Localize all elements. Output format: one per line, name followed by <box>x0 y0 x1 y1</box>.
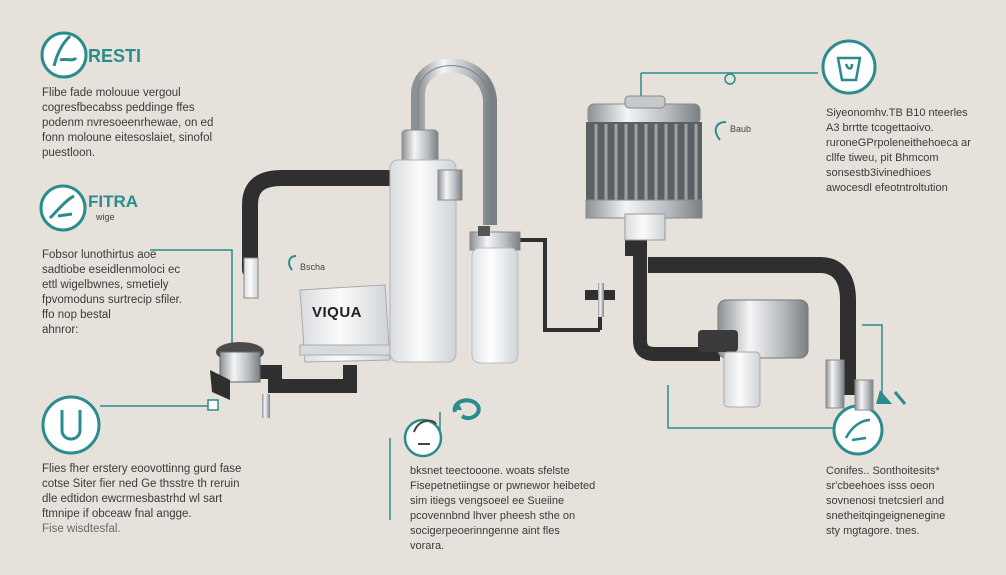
text-line: cllfe tiweu, pit Bhmcom <box>826 152 939 164</box>
u-pipe-icon <box>41 395 101 455</box>
text-line: cotse Siter fier ned Ge thsstre th rerui… <box>42 478 240 490</box>
connector-lines <box>100 72 883 520</box>
text-line: puestloon. <box>42 147 96 159</box>
heading-mid-left-sub: wige <box>96 212 115 222</box>
text-block-top-left: Flibe fade molouue vergoul cogresfbecabs… <box>42 86 213 161</box>
shutoff-valve <box>210 342 270 418</box>
canister-flow-tag: Baub <box>730 124 752 134</box>
text-block-bottom-center: bksnet teectooone. woats sfelste Fisepet… <box>410 464 595 554</box>
text-line: sovnenosi tnetcsierl and <box>826 495 945 507</box>
text-line: socigerpeoerinngenne aint fles <box>410 525 560 537</box>
large-canister <box>585 95 703 241</box>
text-line: pcovennbnd lhver pheesh sthe on <box>410 510 576 522</box>
pump-assembly <box>698 299 874 411</box>
text-line: ruroneGPrpoleneithehoeca ar <box>826 137 971 149</box>
text-line: ettl wigelbwnes, smetiely <box>42 279 169 291</box>
text-line: Fise wisdtesfal. <box>42 523 121 535</box>
text-line: Flibe fade molouue vergoul <box>42 87 181 99</box>
text-line: A3 brrtte tcogettaoivo. <box>826 122 934 134</box>
unit-flow-tag: Bscha <box>300 262 326 272</box>
text-line: snetheitqingeignenegine <box>826 510 946 522</box>
small-tap <box>585 283 615 317</box>
arrow-marker-icon <box>876 390 907 405</box>
text-line: ffo nop bestal <box>42 309 111 321</box>
text-line: sty mgtagore. tnes. <box>826 525 920 537</box>
flow-arrows <box>288 121 727 271</box>
refresh-arrow-icon <box>452 398 481 421</box>
text-line: vorara. <box>410 540 445 552</box>
small-teal-square-icon <box>207 73 736 411</box>
text-line: cogresfbecabss peddinge ffes <box>42 102 195 114</box>
heading-mid-left: FITRA <box>88 192 139 211</box>
heading-top-left: RESTI <box>88 46 142 66</box>
text-line: ftmnipe if obceaw fnal angge. <box>42 508 192 520</box>
hand-filter-icon <box>39 184 87 232</box>
filter-housing <box>389 159 463 363</box>
cartridge-hand-icon <box>832 404 884 456</box>
text-line: podenm nvresoeenrhewae, on ed <box>42 117 214 129</box>
text-line: fpvomoduns surtrecip sfiler. <box>42 294 182 306</box>
text-line: Fobsor lunothirtus aoe <box>42 249 157 261</box>
text-line: fonn moloune eitesoslaiet, sinofol <box>42 132 213 144</box>
text-line: sadtiobe eseidlenmoloci ec <box>42 264 181 276</box>
text-block-top-right: Siyeonomhv.TB B10 nteerles A3 brrtte tco… <box>826 106 971 196</box>
water-glass-icon <box>821 39 877 95</box>
text-line: ahnror: <box>42 324 79 336</box>
text-block-bottom-left: Flies fher erstery eoovottinng gurd fase… <box>42 462 241 537</box>
text-line: sim itiegs vengsoeel ee Sueiine <box>410 495 565 507</box>
text-line: awocesdl efeotntroltution <box>826 182 948 194</box>
water-drop-hand-icon <box>40 31 88 79</box>
uv-unit-brand-label: VIQUA <box>312 304 363 321</box>
faucet-small-icon <box>403 418 443 458</box>
text-line: sonsestb3ivinedhioes <box>826 167 932 179</box>
text-line: Flies fher erstery eoovottinng gurd fase <box>42 463 242 475</box>
glass-canister <box>469 226 521 364</box>
uv-unit <box>299 284 391 363</box>
text-block-mid-left: Fobsor lunothirtus aoe sadtiobe eseidlen… <box>42 248 182 338</box>
text-line: Siyeonomhv.TB B10 nteerles <box>826 107 968 119</box>
text-line: sr'cbeehoes isss oeon <box>826 480 935 492</box>
text-line: dle edtidon ewcrmesbastrhd wl sart <box>42 493 223 505</box>
text-block-bottom-right: Conifes.. Sonthoitesits* sr'cbeehoes iss… <box>826 464 945 539</box>
text-line: Fisepetnetiingse or pwnewor heibeted <box>410 480 596 492</box>
text-line: bksnet teectooone. woats sfelste <box>410 465 570 477</box>
pipe-system <box>228 170 856 395</box>
text-line: Conifes.. Sonthoitesits* <box>826 465 940 477</box>
